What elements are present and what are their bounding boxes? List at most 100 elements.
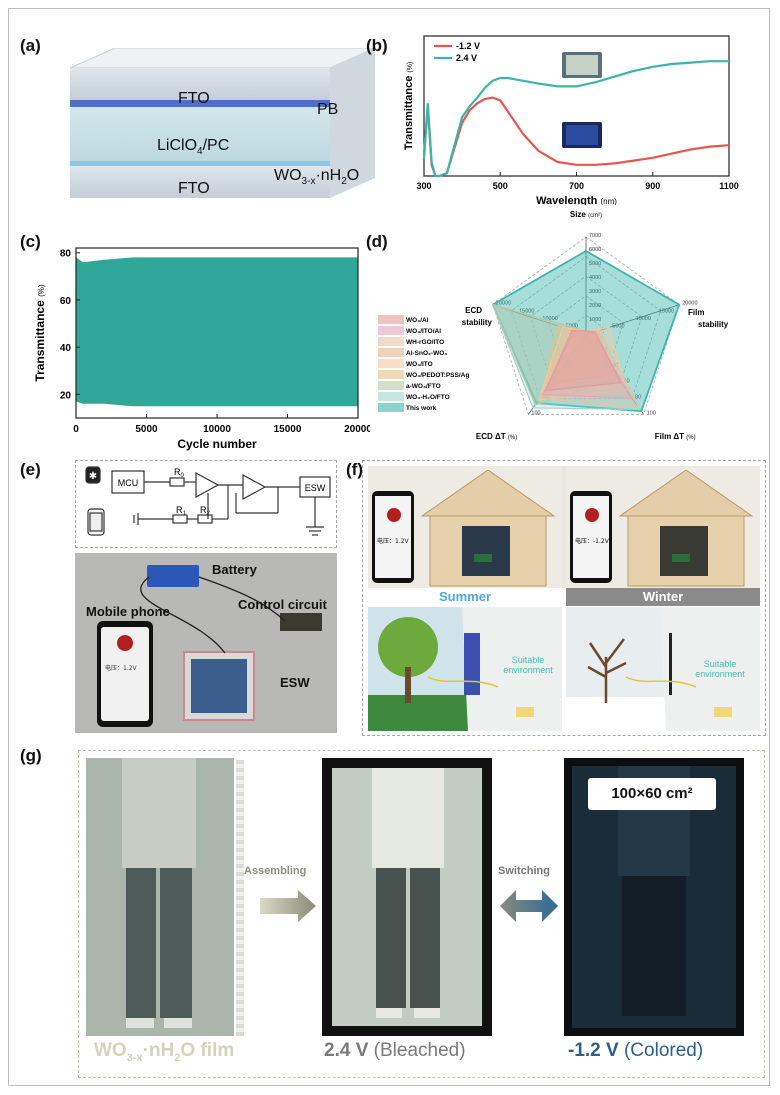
- switching-label: Switching: [498, 865, 550, 877]
- y-axis-label-c: Transmittance (%): [33, 284, 47, 381]
- radar-tick-label: 5000: [589, 261, 601, 267]
- x-tick-label-b: 500: [493, 181, 508, 191]
- electrolyte-layer: [70, 107, 330, 161]
- winter-illustration: Suitable environment: [566, 607, 760, 731]
- r1-label: R1: [176, 505, 187, 517]
- panel-g-box: [78, 750, 765, 1078]
- radar-tick-label: 5000: [612, 323, 624, 329]
- r0-label: R0: [174, 467, 185, 479]
- radar-tick-label: 6000: [589, 247, 601, 253]
- esw-label: ESW: [280, 675, 310, 690]
- y-tick-label-c: 20: [60, 390, 72, 401]
- legend-label-d: This work: [406, 405, 437, 412]
- ruler: [236, 760, 244, 1036]
- radar-axis-label: Size (cm²): [570, 210, 602, 219]
- radar-tick-label: 100: [647, 410, 656, 416]
- switching-arrow: [500, 890, 558, 922]
- battery-label: Battery: [212, 562, 257, 577]
- colored-label: -1.2 V (Colored): [568, 1040, 704, 1061]
- assembling-arrow: [260, 890, 316, 922]
- panel-c-label: (c): [20, 232, 41, 251]
- radar-tick-label: 2000: [589, 303, 601, 309]
- x-tick-label-c: 20000: [344, 424, 370, 435]
- device-photo: 电压：1.2V: [75, 553, 337, 733]
- phone-voltage-text: 电压：1.2V: [105, 665, 137, 672]
- radar-grid: [510, 256, 662, 399]
- cycling-band: [76, 257, 358, 407]
- legend-label-d: WO₃/ITO: [406, 361, 433, 368]
- radar-comparison-chart: 1000200030004000500060007000500010000150…: [378, 210, 729, 441]
- x-axis-label-c: Cycle number: [177, 437, 257, 451]
- y-tick-label-c: 80: [60, 249, 72, 260]
- legend-swatch-d: [378, 348, 404, 357]
- r2-label: R2: [200, 505, 211, 517]
- phone1-voltage: 电压：1.2V: [377, 538, 409, 545]
- radar-axis-label: stability: [462, 318, 493, 327]
- summer-house-photo: 电压：1.2V: [368, 466, 562, 588]
- mobile-phone-photo: 电压：1.2V: [97, 621, 153, 727]
- legend-label-d: WH-rGO/ITO: [406, 339, 444, 346]
- device-schematic: [69, 48, 375, 198]
- wo3-label: WO3-x·nH2O: [274, 167, 360, 188]
- panel-f-box: [362, 460, 766, 736]
- mobile-phone-label: Mobile phone: [86, 604, 170, 619]
- wo3-layer: [70, 161, 330, 166]
- panel-a-label: (a): [20, 36, 41, 55]
- assembling-label: Assembling: [244, 865, 307, 877]
- radar-axis: [492, 304, 587, 336]
- series-line-bleached: [422, 60, 729, 178]
- electrolyte-label: LiClO4/PC: [157, 137, 230, 158]
- panel-e-label: (e): [20, 460, 41, 479]
- control-circuit-label: Control circuit: [238, 597, 327, 612]
- bleached-label: 2.4 V (Bleached): [324, 1040, 466, 1061]
- radar-series: [544, 329, 622, 392]
- house-photos: 电压：1.2V 电压：-1.2V: [368, 466, 760, 588]
- mcu-label: MCU: [118, 478, 139, 488]
- legend-label-b: -1.2 V: [456, 41, 480, 51]
- radar-tick-label: 100: [531, 410, 540, 416]
- film-label: WO3-x·nH2O film: [94, 1040, 235, 1064]
- radar-tick-label: 20000: [496, 301, 511, 307]
- pb-label: PB: [317, 101, 339, 118]
- radar-axis-label: ECD: [465, 306, 482, 315]
- x-tick-label-b: 700: [569, 181, 584, 191]
- colored-sample-inner: [566, 125, 598, 145]
- circuit-diagram: ✱ MCU R0 R1 R2 ESW: [85, 466, 331, 536]
- control-circuit-photo: [280, 613, 322, 631]
- radar-tick-label: 60: [624, 379, 630, 385]
- panel-b-label: (b): [366, 36, 388, 55]
- legend-label-d: WO₃/Al: [406, 317, 429, 324]
- radar-axis-label: stability: [698, 320, 729, 329]
- radar-grid: [492, 236, 680, 415]
- y-tick-label-c: 60: [60, 296, 72, 307]
- esw-box-label: ESW: [305, 483, 326, 493]
- radar-axis: [528, 334, 587, 415]
- radar-tick-label: 1000: [589, 317, 601, 323]
- radar-tick-label: 10000: [636, 316, 651, 322]
- radar-tick-label: 3000: [589, 289, 601, 295]
- x-tick-label-c: 5000: [135, 424, 158, 435]
- legend-swatch-d: [378, 315, 404, 324]
- circuit-diagram-box: [75, 460, 337, 548]
- legend-label-b: 2.4 V: [456, 53, 477, 63]
- legend-swatch-d: [378, 337, 404, 346]
- svg-text:✱: ✱: [89, 471, 97, 482]
- x-tick-label-c: 10000: [203, 424, 231, 435]
- radar-tick-label: 4000: [589, 275, 601, 281]
- radar-tick-label: 20: [577, 347, 583, 353]
- legend-label-d: WO₃/ITO/Al: [406, 328, 441, 335]
- legend-label-d: Al-SnO₂-WO₃: [406, 350, 447, 357]
- radar-tick-label: 10000: [542, 316, 557, 322]
- battery-photo: [147, 565, 199, 587]
- radar-tick-label: 15000: [659, 308, 674, 314]
- bare-film-photo: [86, 758, 234, 1036]
- x-tick-label-b: 1100: [719, 181, 739, 191]
- colored-window-photo: 100×60 cm²: [564, 758, 744, 1036]
- radar-axis: [585, 304, 680, 336]
- legend-swatch-d: [378, 326, 404, 335]
- x-tick-label-c: 15000: [274, 424, 302, 435]
- y-tick-label-c: 40: [60, 343, 72, 354]
- radar-axis-label: ECD ΔT (%): [476, 432, 517, 441]
- x-tick-label-b: 900: [645, 181, 660, 191]
